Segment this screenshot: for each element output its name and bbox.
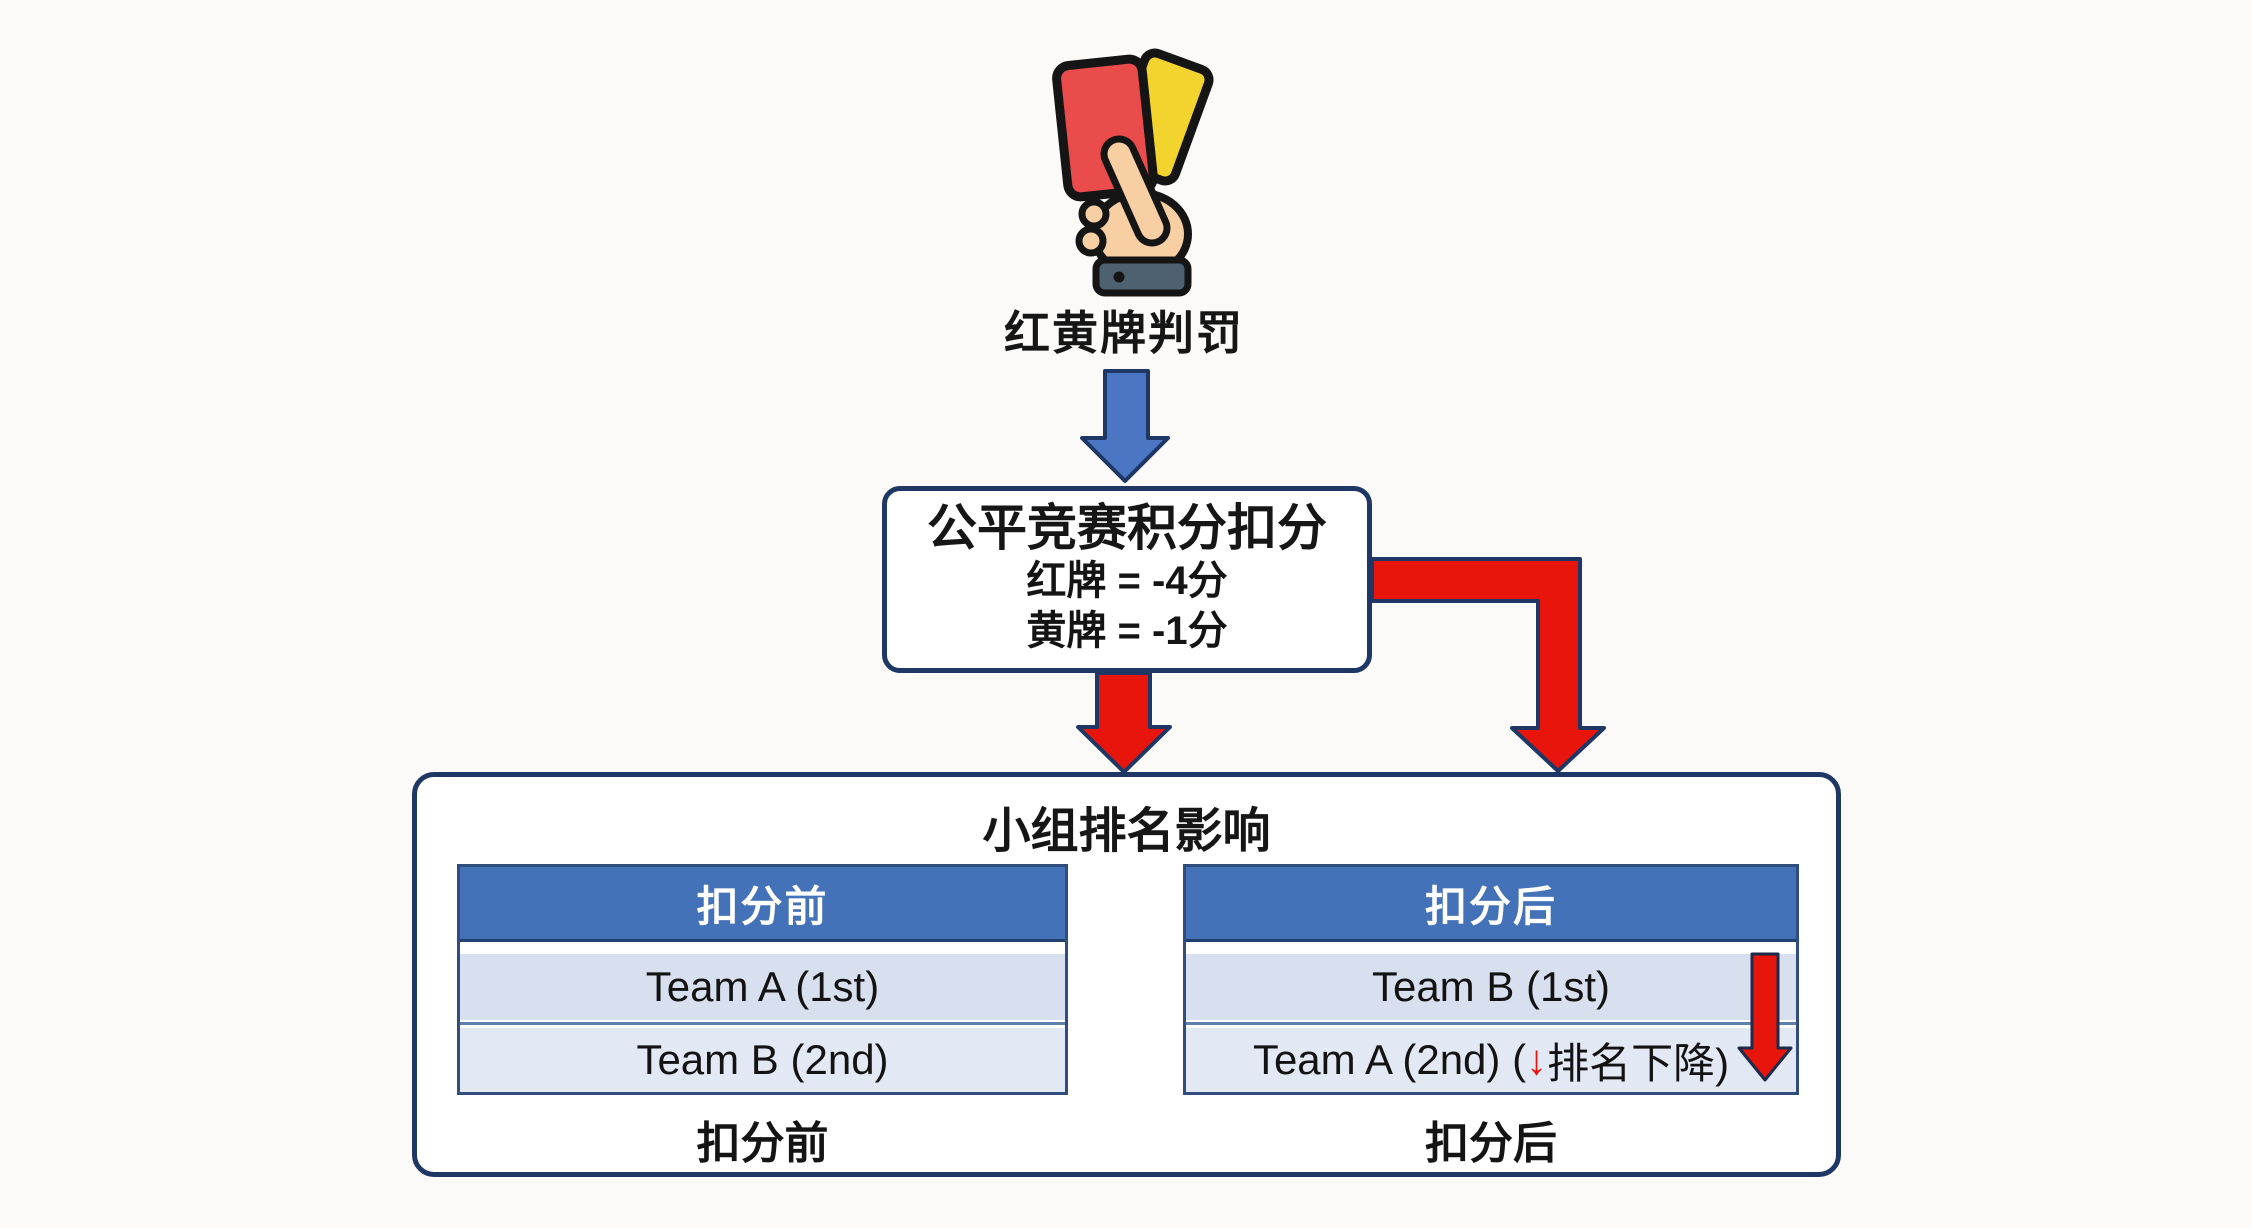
impact-box-title: 小组排名影响	[982, 805, 1271, 858]
arrow-down-red-icon	[1076, 671, 1172, 774]
table-row-team-b: Team B (2nd)	[460, 1028, 1065, 1092]
table-row-team-a-dropped: Team A (2nd) (↓排名下降)	[1186, 1028, 1796, 1092]
arrow-elbow-red-icon	[1370, 557, 1606, 773]
red-card-rule: 红牌 = -4分	[1026, 559, 1228, 603]
deduction-box-title: 公平竞赛积分扣分	[927, 500, 1327, 556]
table-row-team-b: Team B (1st)	[1186, 954, 1796, 1020]
rank-drop-arrow-icon	[1737, 952, 1793, 1082]
fair-play-deduction-box: 公平竞赛积分扣分 红牌 = -4分 黄牌 = -1分	[882, 486, 1372, 673]
table-row-team-a: Team A (1st)	[460, 954, 1065, 1020]
before-deduction-table: 扣分前 Team A (1st) Team B (2nd)	[457, 864, 1068, 1095]
table-gap	[460, 942, 1065, 954]
rank-drop-glyph: ↓	[1526, 1036, 1548, 1083]
yellow-card-rule: 黄牌 = -1分	[1026, 609, 1228, 654]
row-separator	[1186, 1020, 1796, 1028]
red-yellow-cards-icon	[1052, 48, 1214, 297]
row-text-suffix: 排名下降)	[1547, 1039, 1730, 1087]
group-ranking-impact-box: 小组排名影响 扣分前 Team A (1st) Team B (2nd) 扣分后…	[412, 772, 1841, 1177]
row-separator	[460, 1020, 1065, 1028]
after-table-caption: 扣分后	[1425, 1119, 1557, 1168]
arrow-down-blue-icon	[1080, 369, 1170, 483]
penalty-title: 红黄牌判罚	[1004, 307, 1244, 359]
row-text-prefix: Team A (2nd) (	[1252, 1036, 1527, 1083]
before-table-header: 扣分前	[460, 867, 1065, 942]
after-table-header: 扣分后	[1186, 867, 1796, 942]
before-table-caption: 扣分前	[696, 1119, 829, 1168]
after-deduction-table: 扣分后 Team B (1st) Team A (2nd) (↓排名下降)	[1183, 864, 1799, 1095]
table-gap	[1186, 942, 1796, 954]
